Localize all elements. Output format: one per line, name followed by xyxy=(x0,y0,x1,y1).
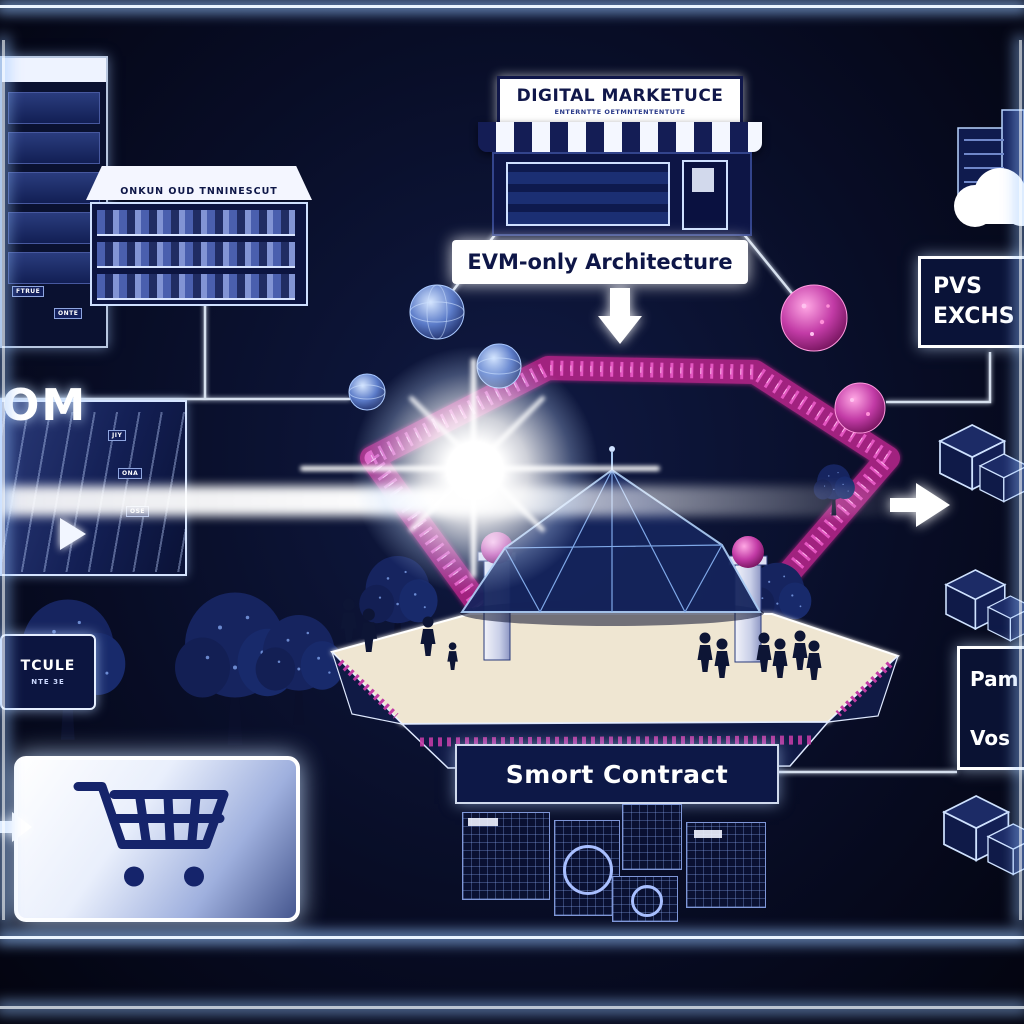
shelf-row xyxy=(8,92,100,124)
circuit-board-cluster xyxy=(462,804,784,922)
cloud-building xyxy=(954,109,1024,227)
pam-vos-box: Pam Vos xyxy=(957,646,1024,770)
network-sphere-blue-2 xyxy=(476,343,522,389)
network-sphere-blue-1 xyxy=(409,284,465,340)
circuit-label-strip xyxy=(468,818,498,826)
stall-shelves xyxy=(90,202,308,306)
shelf-tag: OSE xyxy=(126,506,150,517)
network-sphere-magenta-1 xyxy=(780,284,848,352)
circuit-block xyxy=(612,876,678,922)
network-sphere-blue-3 xyxy=(348,373,386,411)
shelf-row xyxy=(8,252,100,284)
edge-text-om: OM xyxy=(2,380,88,431)
digital-marketplace-sign: DIGITAL MARKETUCE ENTERNTTE OETMNTENTENT… xyxy=(497,76,743,128)
shelf-row xyxy=(8,132,100,164)
roadside-sign-line1: TCULE xyxy=(20,658,76,674)
circuit-chip xyxy=(631,885,663,917)
shelf-row xyxy=(8,212,100,244)
shelf-row xyxy=(97,242,295,268)
price-tag: ONTE xyxy=(54,308,83,319)
left-shop-marquee xyxy=(2,58,106,82)
interior-shelf-lines xyxy=(2,412,185,572)
shopping-cart-icon xyxy=(73,782,229,887)
shelf-tag: ONA xyxy=(118,468,143,479)
frame-glow-right xyxy=(1019,40,1022,920)
circuit-label-strip xyxy=(694,830,722,838)
smart-contract-label: Smort Contract xyxy=(455,744,779,804)
evm-architecture-label: EVM-only Architecture xyxy=(452,240,748,284)
store-sign-subtitle: ENTERNTTE OETMNTENTENTUTE xyxy=(554,108,686,116)
store-door xyxy=(682,160,728,230)
pam-line1: Pam xyxy=(970,666,1019,691)
pam-line2: Vos xyxy=(970,725,1011,750)
store-awning xyxy=(478,122,762,152)
circuit-block xyxy=(462,812,550,900)
shopping-cart-panel xyxy=(14,756,300,922)
pvs-line2: EXCHS xyxy=(933,304,1015,329)
frame-glow-top xyxy=(0,5,1024,8)
pvs-line1: PVS xyxy=(933,274,982,300)
circuit-block xyxy=(554,820,620,916)
roadside-sign-line2: NTE 3E xyxy=(31,678,65,686)
connector-lines xyxy=(0,231,992,774)
shelf-tag: JIY xyxy=(108,430,127,441)
shelf-row xyxy=(97,274,295,300)
network-sphere-magenta-2 xyxy=(834,382,886,434)
circuit-block xyxy=(622,804,682,870)
store-front xyxy=(492,152,752,236)
price-tag: FTRUE xyxy=(12,286,45,297)
pvs-exchange-box: PVS EXCHS xyxy=(918,256,1024,348)
shelf-row xyxy=(97,210,295,236)
stall-awning-text: ONKUN OUD TNNINESCUT xyxy=(86,166,312,200)
interior-arrow-icon xyxy=(60,518,86,550)
store-sign-title: DIGITAL MARKETUCE xyxy=(516,86,724,106)
frame-glow-bottom-outer xyxy=(0,1006,1024,1009)
cloud-icon xyxy=(954,168,1024,227)
awning-market-stall: ONKUN OUD TNNINESCUT xyxy=(86,166,312,306)
frame-glow-bottom xyxy=(0,936,1024,939)
frame-glow-left xyxy=(2,40,5,920)
circuit-chip xyxy=(563,845,613,895)
left-roadside-sign: TCULE NTE 3E xyxy=(0,634,96,710)
store-window xyxy=(506,162,670,226)
